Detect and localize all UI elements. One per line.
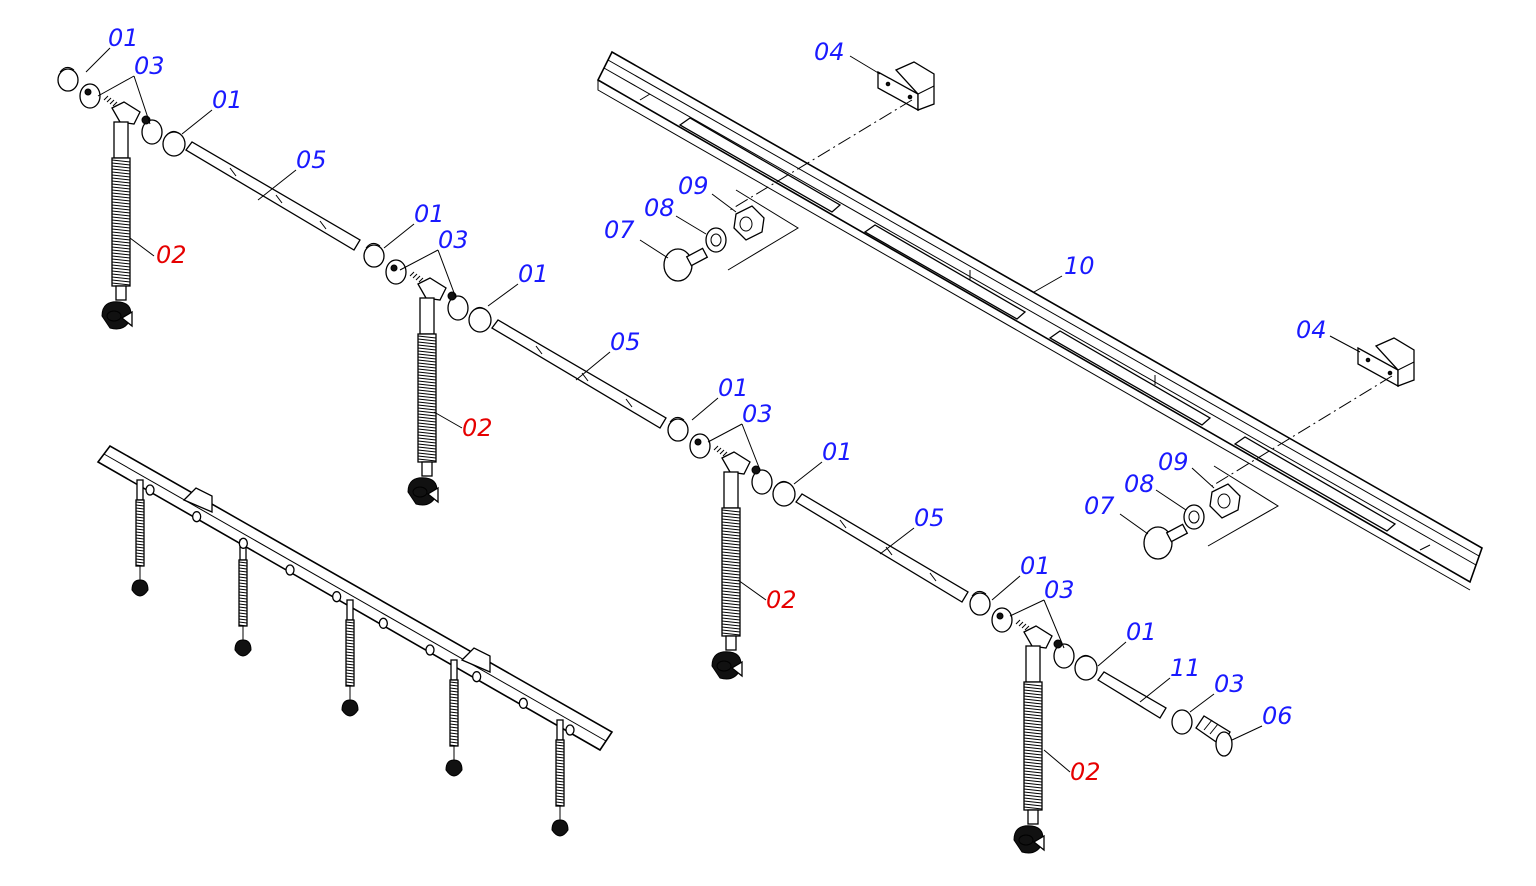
leader-line <box>879 527 915 555</box>
overview-drop <box>341 599 359 717</box>
pipe-11 <box>1097 671 1167 719</box>
spring-hose <box>721 507 741 637</box>
boom-unit <box>363 242 492 506</box>
label-03: 03 <box>438 226 469 254</box>
label-01: 01 <box>414 200 445 228</box>
leader-line <box>1009 599 1045 617</box>
label-01: 01 <box>1126 618 1157 646</box>
label-09: 09 <box>678 172 709 200</box>
leader-line <box>257 169 297 201</box>
leader-line <box>707 423 743 443</box>
boom-unit <box>969 590 1098 854</box>
label-09: 09 <box>1158 448 1189 476</box>
label-08: 08 <box>644 194 675 222</box>
spring-hose <box>111 157 131 287</box>
leader-line <box>433 411 463 429</box>
boom-units <box>57 66 1098 854</box>
label-07: 07 <box>1084 492 1115 520</box>
label-01: 01 <box>1020 552 1051 580</box>
boom-unit <box>667 416 796 680</box>
leader-line <box>181 109 213 135</box>
label-02: 02 <box>462 414 493 442</box>
leader-line <box>129 237 155 257</box>
label-01: 01 <box>212 86 243 114</box>
label-08: 08 <box>1124 470 1155 498</box>
leader-line <box>1033 275 1063 293</box>
leader-line <box>1231 725 1263 741</box>
label-10: 10 <box>1064 252 1095 280</box>
leader-line <box>741 423 761 471</box>
label-03: 03 <box>1044 576 1075 604</box>
overview-drop <box>551 719 569 837</box>
leader-line <box>639 239 669 259</box>
label-01: 01 <box>822 438 853 466</box>
label-05: 05 <box>914 504 945 532</box>
pipe-05-a <box>185 141 361 251</box>
leader-line <box>991 575 1021 601</box>
leader-line <box>1119 513 1149 535</box>
part-labels: 01 03 01 05 02 01 03 01 05 02 01 03 01 0… <box>108 24 1327 786</box>
leader-line <box>97 75 135 97</box>
label-03: 03 <box>134 52 165 80</box>
overview-assembly <box>96 444 614 837</box>
bracket-04-bottom <box>1357 337 1415 388</box>
leader-line <box>849 55 881 75</box>
bracket-04-top <box>877 61 935 112</box>
overview-drop <box>131 479 149 597</box>
boom-unit <box>57 66 186 330</box>
leader-line <box>737 579 767 601</box>
label-06: 06 <box>1262 702 1293 730</box>
leader-line <box>1329 335 1361 353</box>
leader-line <box>691 397 719 421</box>
leader-line <box>383 223 415 249</box>
leader-line <box>437 249 457 299</box>
leader-line <box>1139 677 1171 703</box>
leader-line <box>487 283 519 307</box>
leader-lines <box>85 47 1361 773</box>
label-07: 07 <box>604 216 635 244</box>
leader-line <box>675 215 707 235</box>
label-01: 01 <box>108 24 139 52</box>
label-11: 11 <box>1170 654 1201 682</box>
label-02: 02 <box>1070 758 1101 786</box>
fastener-set-bottom <box>1143 465 1279 560</box>
overview-drop <box>234 539 252 657</box>
leader-line <box>793 461 823 485</box>
label-04: 04 <box>1296 316 1327 344</box>
label-05: 05 <box>296 146 327 174</box>
leader-line <box>575 351 611 381</box>
fastener-set-top <box>663 189 799 282</box>
leader-line <box>1043 749 1071 773</box>
leader-line <box>1097 641 1127 667</box>
leader-line <box>133 75 151 125</box>
leader-line <box>1191 467 1215 489</box>
spring-hose <box>1023 681 1043 811</box>
end-plug-06 <box>1171 709 1233 757</box>
leader-line <box>1043 599 1065 649</box>
label-02: 02 <box>766 586 797 614</box>
spring-hose <box>417 333 437 463</box>
rail-10 <box>596 50 1483 591</box>
leader-line <box>399 249 439 271</box>
label-01: 01 <box>518 260 549 288</box>
label-03: 03 <box>742 400 773 428</box>
leader-line <box>711 193 737 213</box>
label-05: 05 <box>610 328 641 356</box>
leader-line <box>1155 489 1187 511</box>
label-02: 02 <box>156 241 187 269</box>
pipe-05-c <box>795 493 969 603</box>
overview-drop <box>445 659 463 777</box>
label-03: 03 <box>1214 670 1245 698</box>
leader-line <box>85 47 111 73</box>
label-04: 04 <box>814 38 845 66</box>
label-01: 01 <box>718 374 749 402</box>
leader-line <box>1189 693 1215 713</box>
